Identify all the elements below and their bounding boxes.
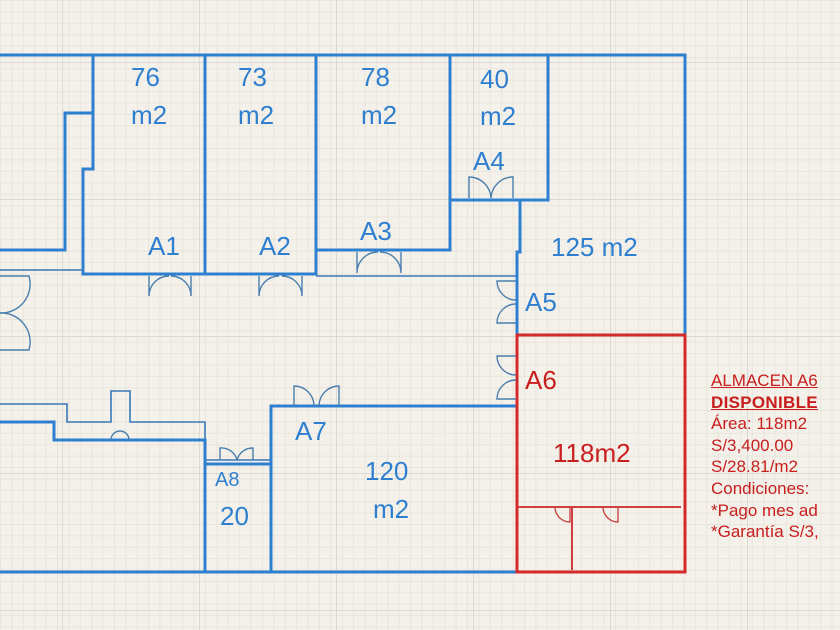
unit-a6-door-1 bbox=[554, 506, 571, 523]
unit-a1-wall bbox=[81, 55, 207, 276]
unit-a2-area-unit: m2 bbox=[238, 100, 274, 130]
bottom-left-block-wall bbox=[0, 420, 207, 574]
door-small-corridor bbox=[110, 430, 130, 441]
door-a6 bbox=[496, 355, 517, 400]
door-a1 bbox=[148, 275, 192, 297]
unit-a3-area-value: 78 bbox=[361, 62, 390, 92]
door-a5 bbox=[496, 280, 517, 324]
info-condition-2: *Garantía S/3, bbox=[711, 522, 819, 542]
corridor-right-wall bbox=[269, 335, 519, 572]
unit-a7-area-value: 120 bbox=[365, 456, 408, 486]
unit-a1-code: A1 bbox=[148, 231, 180, 261]
info-condition-1: *Pago mes ad bbox=[711, 500, 818, 520]
unit-a6-area: 118m2 bbox=[553, 438, 631, 468]
unit-a8-code: A8 bbox=[215, 469, 239, 491]
unit-a2-wall bbox=[205, 55, 318, 276]
info-price-per-m2: S/28.81/m2 bbox=[711, 457, 798, 477]
unit-a8-wall bbox=[205, 462, 273, 574]
unit-info-panel: ALMACEN A6 DISPONIBLE Área: 118m2 S/3,40… bbox=[711, 370, 819, 543]
unit-a7-area-unit: m2 bbox=[373, 494, 409, 524]
door-a7 bbox=[293, 385, 340, 407]
door-a3 bbox=[356, 251, 402, 274]
door-a4 bbox=[468, 176, 514, 199]
unit-a1-area-value: 76 bbox=[131, 62, 160, 92]
availability-status: DISPONIBLE bbox=[711, 392, 818, 412]
unit-a3-wall bbox=[316, 55, 452, 252]
door-a8 bbox=[219, 447, 254, 461]
unit-a4-code: A4 bbox=[473, 146, 505, 176]
info-conditions-label: Condiciones: bbox=[711, 478, 810, 498]
unit-a6-code: A6 bbox=[525, 365, 557, 395]
unit-a3-area-unit: m2 bbox=[361, 100, 397, 130]
corridor-bottom-wall bbox=[0, 390, 206, 460]
info-area: Área: 118m2 bbox=[711, 414, 808, 434]
unit-a2-code: A2 bbox=[259, 231, 291, 261]
unit-a2-area-value: 73 bbox=[238, 62, 267, 92]
unit-a6-door-2 bbox=[602, 506, 619, 523]
unit-a3-code: A3 bbox=[360, 216, 392, 246]
unit-a7-code: A7 bbox=[295, 416, 327, 446]
unit-a4-area-value: 40 bbox=[480, 64, 509, 94]
door-main-left bbox=[0, 275, 31, 351]
unit-a5-area: 125 m2 bbox=[551, 232, 638, 262]
unit-a6-inner-wall bbox=[518, 506, 681, 570]
left-block-wall bbox=[0, 111, 93, 252]
info-price: S/3,400.00 bbox=[711, 435, 794, 455]
info-title: ALMACEN A6 bbox=[711, 371, 818, 390]
unit-a1-area-unit: m2 bbox=[131, 100, 167, 130]
unit-a5-left-wall bbox=[515, 201, 522, 335]
unit-a5-code: A5 bbox=[525, 287, 557, 317]
door-a2 bbox=[258, 275, 303, 297]
unit-a8-area: 20 bbox=[220, 501, 249, 531]
unit-a6-outline bbox=[515, 333, 687, 574]
unit-a4-area-unit: m2 bbox=[480, 101, 516, 131]
unit-a4-wall bbox=[450, 55, 550, 202]
outer-top-wall bbox=[0, 53, 687, 335]
